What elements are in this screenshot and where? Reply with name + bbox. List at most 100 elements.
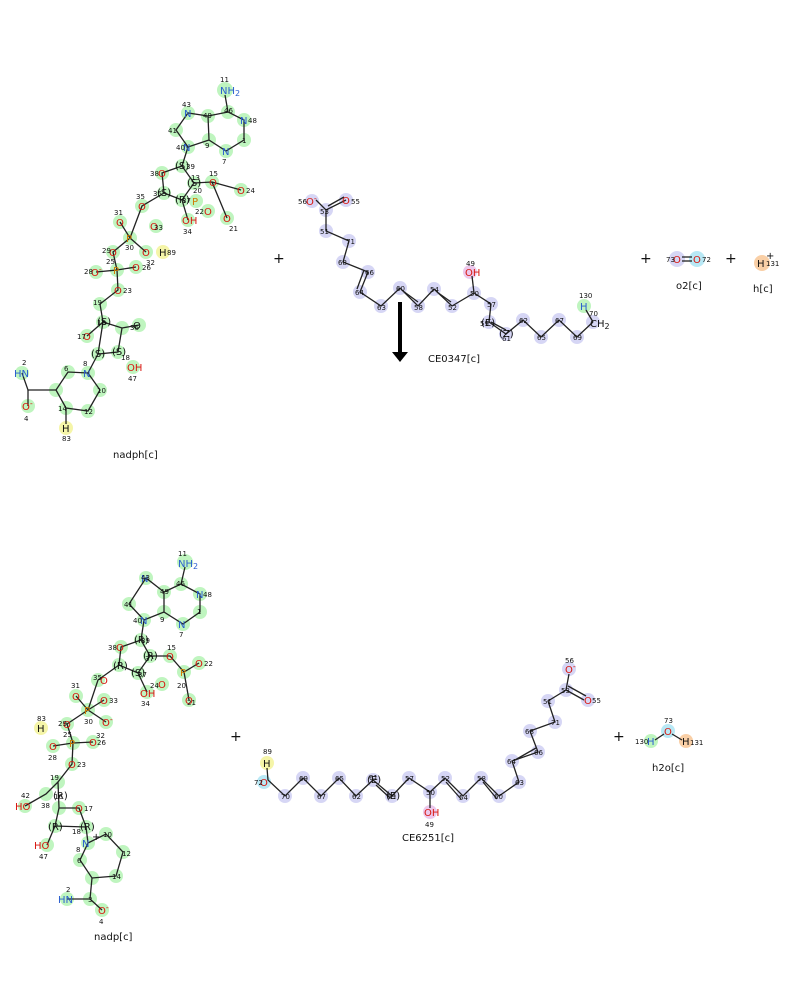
svg-text:O-: O- [102, 715, 113, 729]
svg-text:H: H [62, 424, 70, 435]
svg-text:H: H [37, 724, 45, 735]
svg-text:6: 6 [64, 365, 69, 373]
svg-text:O: O [158, 169, 166, 180]
svg-text:25: 25 [63, 731, 72, 739]
svg-text:OH: OH [140, 689, 155, 700]
svg-text:35: 35 [153, 190, 162, 198]
plus-sign-5: + [613, 729, 625, 745]
svg-text:43: 43 [182, 101, 191, 109]
svg-text:49: 49 [466, 260, 475, 268]
svg-text:3: 3 [88, 896, 92, 904]
svg-text:9: 9 [205, 142, 209, 150]
svg-text:22: 22 [195, 208, 204, 216]
svg-text:33: 33 [154, 224, 163, 232]
svg-text:83: 83 [37, 715, 46, 723]
ce6251-label: CE6251[c] [402, 833, 454, 844]
svg-text:18: 18 [121, 354, 130, 362]
svg-text:N: N [83, 369, 90, 380]
ce0347-label: CE0347[c] [428, 354, 480, 365]
svg-text:37: 37 [145, 655, 154, 663]
svg-text:1: 1 [242, 137, 246, 145]
svg-text:46: 46 [176, 580, 185, 588]
svg-text:71: 71 [346, 238, 355, 246]
svg-text:89: 89 [167, 249, 176, 257]
svg-text:O: O [100, 676, 108, 687]
svg-text:(E): (E) [367, 775, 381, 786]
svg-text:(E): (E) [386, 791, 400, 802]
svg-text:63: 63 [515, 779, 524, 787]
svg-text:30: 30 [84, 718, 93, 726]
svg-text:131: 131 [766, 260, 779, 268]
svg-text:59: 59 [387, 793, 396, 801]
svg-text:O: O [116, 218, 124, 229]
svg-text:17: 17 [77, 333, 86, 341]
svg-text:O: O [209, 178, 217, 189]
svg-text:46: 46 [224, 107, 233, 115]
svg-text:54: 54 [430, 286, 439, 294]
svg-text:12: 12 [84, 408, 93, 416]
svg-text:73: 73 [666, 256, 675, 264]
svg-text:H: H [757, 259, 765, 270]
svg-text:20: 20 [177, 682, 186, 690]
svg-text:49: 49 [203, 112, 212, 120]
svg-text:21: 21 [229, 225, 238, 233]
ce6251-bonds [266, 673, 587, 808]
svg-text:(S): (S) [131, 668, 145, 679]
nadp-bonds [24, 566, 201, 911]
svg-text:O: O [132, 263, 140, 274]
svg-text:70: 70 [281, 793, 290, 801]
svg-text:39: 39 [141, 637, 150, 645]
svg-text:65: 65 [335, 775, 344, 783]
o2-label: o2[c] [676, 281, 702, 292]
plus-sign-3: + [725, 251, 737, 267]
svg-text:O-: O- [306, 194, 317, 208]
svg-text:8: 8 [76, 846, 80, 854]
svg-text:8: 8 [83, 360, 87, 368]
plus-sign-4: + [230, 729, 242, 745]
svg-text:130: 130 [579, 292, 592, 300]
svg-text:30: 30 [125, 244, 134, 252]
svg-text:O: O [138, 202, 146, 213]
svg-text:28: 28 [48, 754, 57, 762]
svg-text:P: P [180, 668, 186, 679]
svg-text:29: 29 [102, 247, 111, 255]
svg-text:19: 19 [93, 299, 102, 307]
svg-text:N: N [184, 109, 191, 120]
svg-text:OH: OH [127, 363, 142, 374]
svg-text:(S): (S) [91, 349, 105, 360]
svg-text:(S): (S) [112, 347, 126, 358]
svg-text:57: 57 [487, 301, 496, 309]
svg-text:38: 38 [108, 644, 117, 652]
svg-text:O: O [204, 207, 212, 218]
svg-text:4: 4 [24, 415, 29, 423]
molecule-h: H+ 131 h[c] [753, 251, 779, 295]
nadp-label: nadp[c] [94, 932, 133, 943]
svg-text:66: 66 [365, 269, 374, 277]
svg-text:41: 41 [124, 601, 133, 609]
svg-text:32: 32 [96, 732, 105, 740]
h-label: h[c] [753, 284, 773, 295]
svg-text:22: 22 [204, 660, 213, 668]
svg-text:10: 10 [103, 831, 112, 839]
svg-text:O: O [49, 742, 57, 753]
svg-text:(R): (R) [143, 651, 158, 662]
svg-text:31: 31 [71, 682, 80, 690]
nadph-label: nadph[c] [113, 450, 158, 461]
svg-text:O-: O- [565, 662, 576, 676]
svg-text:O: O [664, 727, 672, 738]
svg-text:63: 63 [377, 304, 386, 312]
svg-text:35: 35 [136, 193, 145, 201]
svg-text:53: 53 [561, 687, 570, 695]
svg-text:O-: O- [91, 265, 102, 279]
svg-text:P: P [126, 234, 132, 245]
svg-text:35: 35 [93, 674, 102, 682]
svg-text:68: 68 [338, 259, 347, 267]
svg-text:O: O [158, 680, 166, 691]
svg-text:71: 71 [551, 719, 560, 727]
svg-text:(R): (R) [48, 822, 63, 833]
svg-text:40: 40 [176, 144, 185, 152]
svg-text:(Z): (Z) [499, 329, 514, 340]
